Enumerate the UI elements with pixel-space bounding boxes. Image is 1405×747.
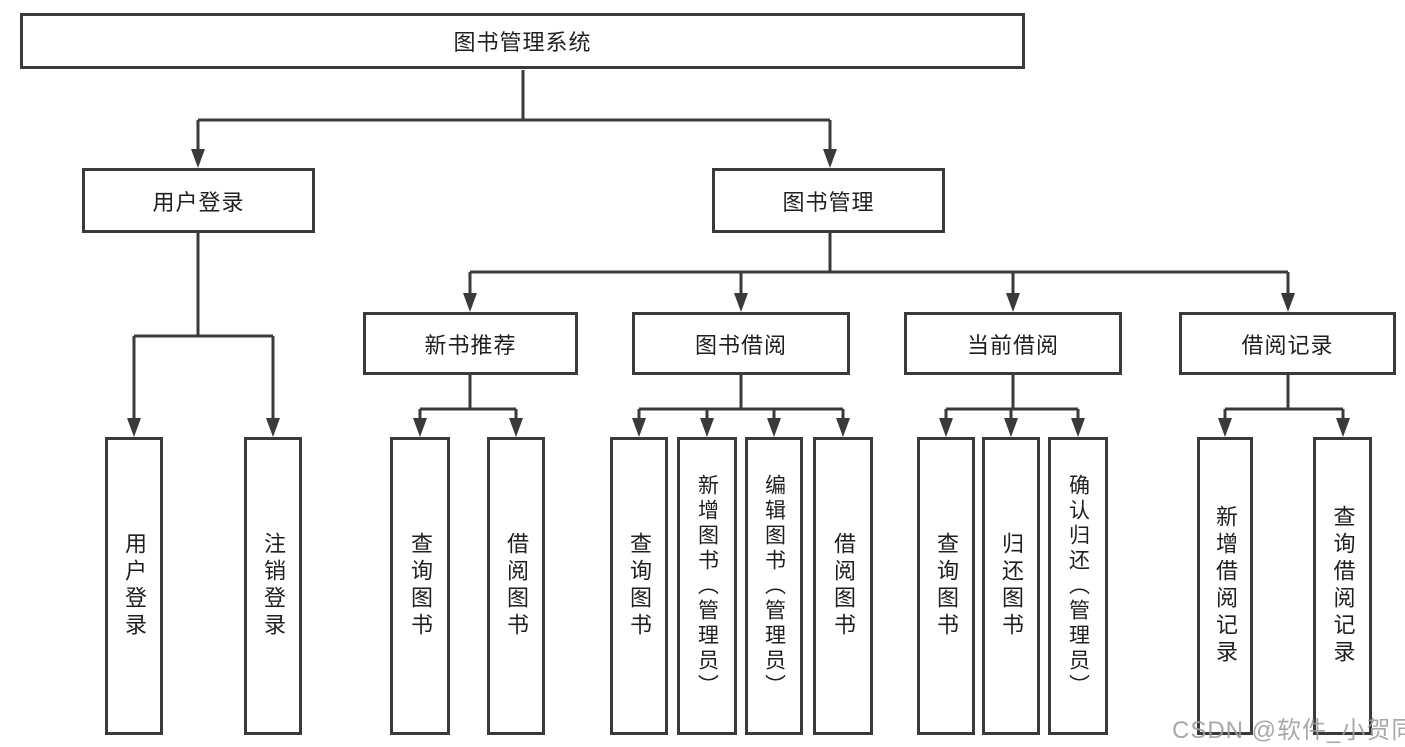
arrowhead [463, 293, 477, 312]
node-book-borrowing: 图书借阅 [632, 312, 850, 375]
arrowhead [127, 418, 141, 437]
arrowhead [767, 418, 781, 437]
arrowhead [1071, 418, 1085, 437]
node-leaf-borrow-books: 借阅图书 [813, 437, 873, 735]
arrowhead [1004, 418, 1018, 437]
node-leaf-logout: 注销登录 [244, 437, 302, 735]
arrowhead [509, 418, 523, 437]
arrowhead [413, 418, 427, 437]
arrowhead [1006, 293, 1020, 312]
connector-bookborrow-to-leaves [637, 375, 845, 421]
node-leaf-user-login: 用户登录 [105, 437, 163, 735]
connector-root-to-level2 [196, 70, 832, 152]
arrowhead [191, 149, 205, 168]
node-book-management: 图书管理 [712, 168, 945, 233]
arrowhead [939, 418, 953, 437]
node-user-login: 用户登录 [82, 168, 315, 233]
connector-userlogin-to-leaves [132, 233, 275, 421]
node-root-system: 图书管理系统 [20, 13, 1025, 69]
node-leaf-query-books-recommend: 查询图书 [390, 437, 450, 735]
arrowhead [266, 418, 280, 437]
node-leaf-query-books-borrow: 查询图书 [610, 437, 668, 735]
arrowhead [734, 293, 748, 312]
connector-borrowrecord-to-leaves [1223, 375, 1345, 421]
connector-currentborrow-to-leaves [944, 375, 1080, 421]
node-new-book-recommend: 新书推荐 [363, 312, 578, 375]
arrowhead [1336, 418, 1350, 437]
node-leaf-confirm-return-admin: 确认归还（管理员） [1048, 437, 1108, 735]
node-leaf-add-books-admin: 新增图书（管理员） [677, 437, 737, 735]
node-leaf-return-books: 归还图书 [982, 437, 1040, 735]
node-leaf-borrow-books-recommend: 借阅图书 [487, 437, 545, 735]
node-leaf-edit-books-admin: 编辑图书（管理员） [745, 437, 803, 735]
arrowhead [836, 418, 850, 437]
csdn-watermark: CSDN @软件_小贺同学 [1172, 717, 1405, 744]
connector-newbook-to-leaves [418, 375, 518, 421]
node-borrowing-records: 借阅记录 [1179, 312, 1396, 375]
arrowhead [1218, 418, 1232, 437]
node-leaf-add-borrow-record: 新增借阅记录 [1197, 437, 1253, 735]
arrowhead [632, 418, 646, 437]
node-current-borrowing: 当前借阅 [904, 312, 1122, 375]
node-leaf-query-borrow-record: 查询借阅记录 [1313, 437, 1372, 735]
arrowhead [700, 418, 714, 437]
node-leaf-query-books-current: 查询图书 [917, 437, 975, 735]
arrowhead [1281, 293, 1295, 312]
arrowhead [823, 149, 837, 168]
connector-bookmgmt-to-level3 [468, 233, 1290, 298]
